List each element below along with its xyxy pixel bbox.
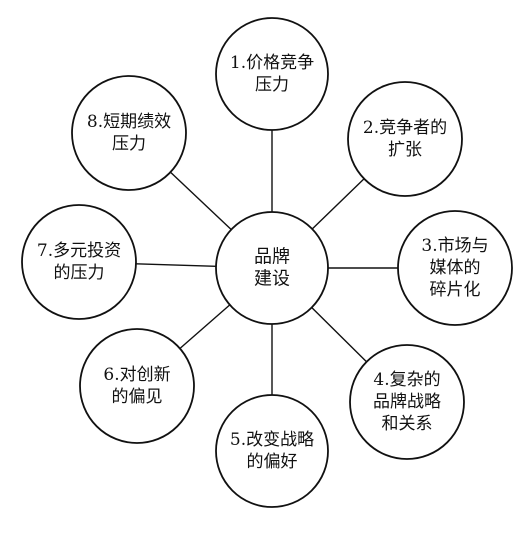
node-n5-label-line-1: 5.改变战略 [230, 430, 314, 450]
node-n3-label-line-3: 碎片化 [430, 280, 481, 300]
node-circle-n6 [79, 328, 195, 444]
pressure-nodes: 1.价格竞争压力2.竞争者的扩张3.市场与媒体的碎片化4.复杂的品牌战略和关系5… [21, 17, 513, 508]
connector-n6 [179, 304, 231, 350]
node-n8-label-line-1: 8.短期绩效 [87, 112, 171, 132]
connector-n2 [311, 178, 365, 230]
node-n4-label-line-2: 品牌战略 [373, 392, 441, 412]
connector-n7 [135, 263, 217, 267]
node-circle-n2 [347, 81, 463, 197]
node-circle-n7 [21, 204, 137, 320]
node-n3-label-line-1: 3.市场与 [421, 236, 488, 256]
node-circle-n1 [215, 17, 329, 131]
node-n6-label-line-1: 6.对创新 [103, 365, 170, 385]
connector-n4 [311, 307, 367, 363]
node-n1-label-line-1: 1.价格竞争 [230, 53, 314, 73]
node-circle-n8 [71, 75, 187, 191]
center-label-line-2: 建设 [254, 269, 290, 290]
node-n3-label-line-2: 媒体的 [430, 258, 481, 278]
node-n7-label-line-1: 7.多元投资 [37, 241, 121, 261]
node-circle-n3 [397, 210, 513, 326]
connector-n8 [169, 171, 232, 231]
node-n4-label-line-3: 和关系 [382, 414, 433, 434]
node-n4-label-line-1: 4.复杂的 [373, 370, 440, 390]
node-n2-label-line-2: 扩张 [388, 140, 422, 160]
node-n2-label-line-1: 2.竞争者的 [363, 118, 447, 138]
node-circle-n4 [349, 344, 465, 460]
center-circle [215, 211, 329, 325]
node-n8-label-line-2: 压力 [112, 134, 146, 154]
node-n5-label-line-2: 的偏好 [247, 452, 298, 472]
node-n6-label-line-2: 的偏见 [112, 387, 163, 407]
node-n1-label-line-2: 压力 [255, 75, 289, 95]
connector-lines [135, 130, 398, 395]
center-label-line-1: 品牌 [254, 247, 290, 268]
node-n7-label-line-2: 的压力 [54, 263, 105, 283]
node-circle-n5 [215, 394, 329, 508]
